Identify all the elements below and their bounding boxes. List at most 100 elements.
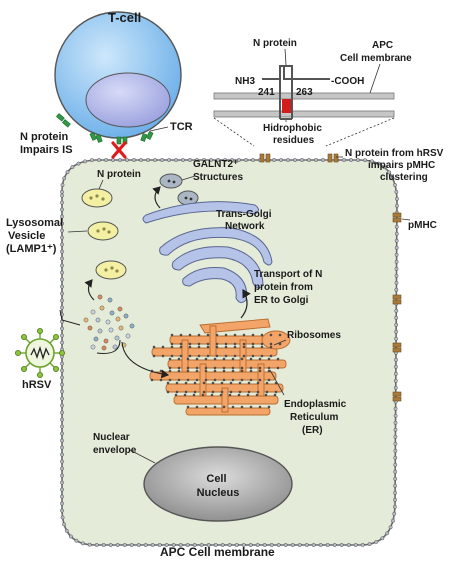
lysosomal-vesicle-label: Lysosomal Vesicle (LAMP1⁺)	[6, 217, 66, 255]
membrane-dot	[262, 543, 267, 547]
viral-particle-dot	[105, 319, 111, 325]
membrane-dot	[60, 487, 64, 492]
ribosome-dot	[222, 366, 226, 370]
ribosome-dot	[258, 366, 262, 370]
membrane-dot	[143, 543, 148, 547]
viral-particle-dot	[112, 344, 118, 350]
ribosome-dot	[179, 354, 183, 358]
membrane-dot	[60, 431, 64, 436]
viral-particle-dot	[118, 325, 124, 331]
ribosome-dot	[222, 357, 226, 361]
viral-particle-dot	[117, 306, 123, 312]
ribosome-dot	[174, 393, 178, 397]
membrane-dot	[393, 427, 398, 432]
membrane-dot	[60, 326, 64, 331]
ribosome-dot	[233, 342, 237, 346]
ribosome-dot	[224, 345, 228, 349]
ribosome-dot	[213, 369, 217, 373]
ribosome-dot	[175, 390, 179, 394]
ribosome-dot	[186, 378, 190, 382]
ribosome-dot	[195, 357, 199, 361]
membrane-dot	[60, 228, 64, 233]
inset-cooh-label: -COOH	[331, 76, 364, 87]
ribosome-dot	[215, 342, 219, 346]
ribosome-dot	[242, 342, 246, 346]
ribosome-dot	[188, 342, 192, 346]
ribosome-dot	[251, 342, 255, 346]
ribosome-dot	[255, 393, 259, 397]
viral-particle-dot	[123, 313, 129, 319]
ribosome-dot	[204, 366, 208, 370]
membrane-dot	[202, 158, 206, 162]
ribosome-dot	[206, 342, 210, 346]
membrane-dot	[97, 158, 101, 162]
membrane-dot	[60, 403, 64, 408]
membrane-dot	[60, 340, 64, 345]
membrane-dot	[279, 158, 283, 162]
ribosome-dot	[179, 345, 183, 349]
ribosome-dot	[247, 390, 251, 394]
membrane-dot	[60, 515, 65, 520]
ribosome-dot	[260, 333, 264, 337]
ribosome-dot	[152, 354, 156, 358]
ribosome-dot	[264, 393, 268, 397]
ribosome-dot	[168, 369, 172, 373]
membrane-dot	[394, 189, 399, 194]
membrane-dot	[199, 543, 204, 547]
ribosome-dot	[166, 390, 170, 394]
membrane-dot	[367, 542, 372, 546]
apc-cell-membrane-label: APC Cell membrane	[160, 545, 275, 559]
lysosomal-vesicles	[87, 221, 127, 280]
membrane-dot	[393, 497, 397, 502]
ribosome-dot	[274, 390, 278, 394]
inset-membrane-diagram: N protein APC Cell membrane NH3 -COOH 24…	[213, 38, 412, 147]
membrane-dot	[227, 543, 232, 547]
ribosome-dot	[273, 393, 277, 397]
membrane-dot	[118, 158, 122, 162]
ribosome-dot	[204, 405, 208, 409]
ribosome-dot	[161, 354, 165, 358]
membrane-dot	[111, 158, 115, 162]
membrane-dot	[60, 190, 64, 194]
membrane-dot	[339, 543, 344, 547]
membrane-dot	[393, 483, 397, 488]
ribosome-dot	[179, 342, 183, 346]
inset-263-label: 263	[296, 87, 313, 98]
membrane-dot	[60, 466, 64, 471]
ribosome-dot	[260, 345, 264, 349]
membrane-dot	[60, 452, 64, 457]
ribosome-dot	[197, 333, 201, 337]
viral-particle-dot	[115, 316, 121, 322]
membrane-dot	[387, 170, 392, 175]
ribosome-dot	[249, 405, 253, 409]
ribosome-dot	[242, 354, 246, 358]
membrane-dot	[391, 518, 395, 523]
membrane-dot	[60, 417, 64, 422]
membrane-dot	[393, 371, 398, 376]
ribosome-dot	[233, 354, 237, 358]
inset-apc-membrane-label: APC Cell membrane	[340, 40, 412, 64]
ribosome-dot	[204, 378, 208, 382]
membrane-dot	[60, 473, 64, 478]
ribosome-dot	[224, 333, 228, 337]
membrane-dot	[393, 413, 398, 418]
membrane-dot	[157, 543, 162, 547]
ribosome-dot	[177, 357, 181, 361]
membrane-dot	[90, 158, 94, 163]
membrane-dot	[65, 170, 70, 175]
ribosome-dot	[195, 366, 199, 370]
membrane-dot	[255, 543, 260, 547]
viral-particle-dot	[103, 338, 109, 344]
ribosome-dot	[186, 357, 190, 361]
membrane-dot	[60, 305, 64, 310]
ribosome-dot	[231, 357, 235, 361]
membrane-dot	[290, 543, 295, 547]
ribosome-dot	[188, 345, 192, 349]
ribosome-dot	[215, 333, 219, 337]
ribosome-dot	[258, 369, 262, 373]
membrane-dot	[346, 543, 351, 547]
membrane-dot	[60, 382, 64, 387]
membrane-dot	[394, 245, 399, 250]
ribosome-dot	[231, 366, 235, 370]
viral-particle-dot	[97, 328, 103, 334]
